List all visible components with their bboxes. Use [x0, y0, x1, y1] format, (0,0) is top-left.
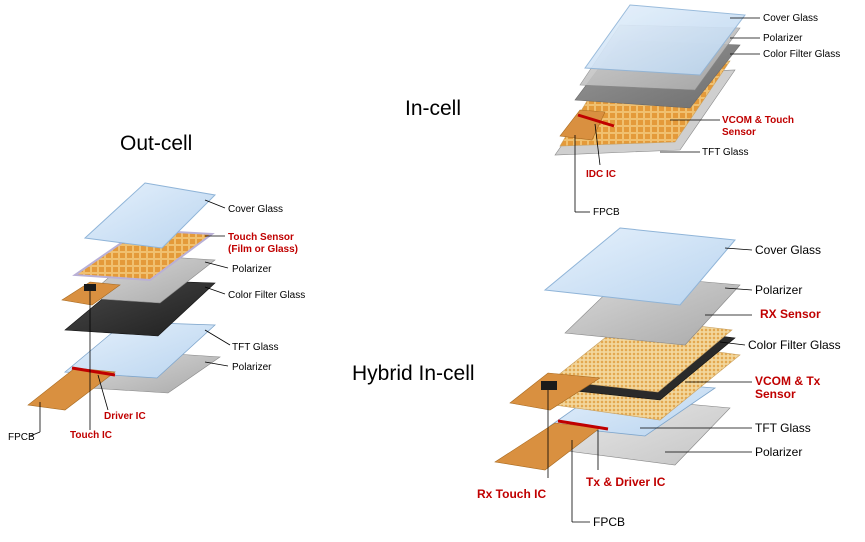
incell-polarizer-label: Polarizer — [763, 33, 803, 44]
hybrid-vcom-label: VCOM & Tx — [755, 374, 821, 388]
outcell-tft-glass — [63, 321, 216, 379]
incell-fpcb-label: FPCB — [593, 207, 620, 218]
hybrid-touch-fpcb — [509, 372, 601, 411]
outcell-driver-ic-label: Driver IC — [104, 411, 146, 422]
outcell-touch-ic-chip — [84, 284, 96, 291]
incell-vcom-label: VCOM & Touch — [722, 115, 794, 126]
outcell-stack — [27, 182, 231, 437]
outcell-fpcb — [27, 367, 116, 411]
outcell-polarizer-top-label: Polarizer — [232, 264, 272, 275]
incell-stack — [554, 4, 760, 213]
hybrid-tx-driver-ic-label: Tx & Driver IC — [586, 475, 666, 489]
incell-vcom-label-2: Sensor — [722, 127, 756, 138]
incell-idc-ic-label: IDC IC — [586, 169, 616, 180]
incell-color-filter-label: Color Filter Glass — [763, 49, 840, 60]
hybrid-rx-touch-ic-label: Rx Touch IC — [477, 487, 546, 501]
hybrid-fpcb-label: FPCB — [593, 515, 625, 529]
incell-cover-glass — [584, 4, 746, 76]
outcell-touch-fpcb — [61, 281, 121, 306]
outcell-cover-glass — [83, 182, 217, 249]
incell-cover-glass-label: Cover Glass — [763, 13, 818, 24]
outcell-touch-ic-label: Touch IC — [70, 430, 112, 441]
outcell-touch-sensor-label-2: (Film or Glass) — [228, 244, 298, 255]
hybrid-tft-glass-label: TFT Glass — [755, 421, 811, 435]
incell-tft-glass-label: TFT Glass — [702, 147, 748, 158]
hybrid-color-filter-label: Color Filter Glass — [748, 338, 841, 352]
outcell-driver-ic — [71, 366, 116, 377]
hybrid-polarizer-bottom-label: Polarizer — [755, 445, 802, 459]
hybrid-stack — [494, 227, 753, 523]
hybrid-rx-touch-ic-chip — [541, 381, 557, 390]
incell-fpcb — [559, 109, 606, 141]
incell-idc-ic — [577, 113, 615, 128]
outcell-touch-sensor-label: Touch Sensor — [228, 232, 294, 243]
outcell-tft-glass-label: TFT Glass — [232, 342, 278, 353]
hybrid-cover-glass — [543, 227, 736, 306]
outcell-fpcb-label: FPCB — [8, 432, 35, 443]
outcell-polarizer-bottom-label: Polarizer — [232, 362, 272, 373]
incell-title: In-cell — [405, 97, 461, 120]
outcell-color-filter-label: Color Filter Glass — [228, 290, 305, 301]
outcell-touch-sensor — [72, 228, 215, 282]
hybrid-vcom-label-2: Sensor — [755, 387, 796, 401]
hybrid-cover-glass-label: Cover Glass — [755, 243, 821, 257]
outcell-title: Out-cell — [120, 132, 192, 155]
outcell-cover-glass-label: Cover Glass — [228, 204, 283, 215]
hybrid-rx-sensor-label: RX Sensor — [760, 307, 821, 321]
hybrid-incell-title: Hybrid In-cell — [352, 362, 475, 385]
hybrid-polarizer-top-label: Polarizer — [755, 283, 802, 297]
hybrid-tx-driver-ic — [557, 419, 609, 431]
